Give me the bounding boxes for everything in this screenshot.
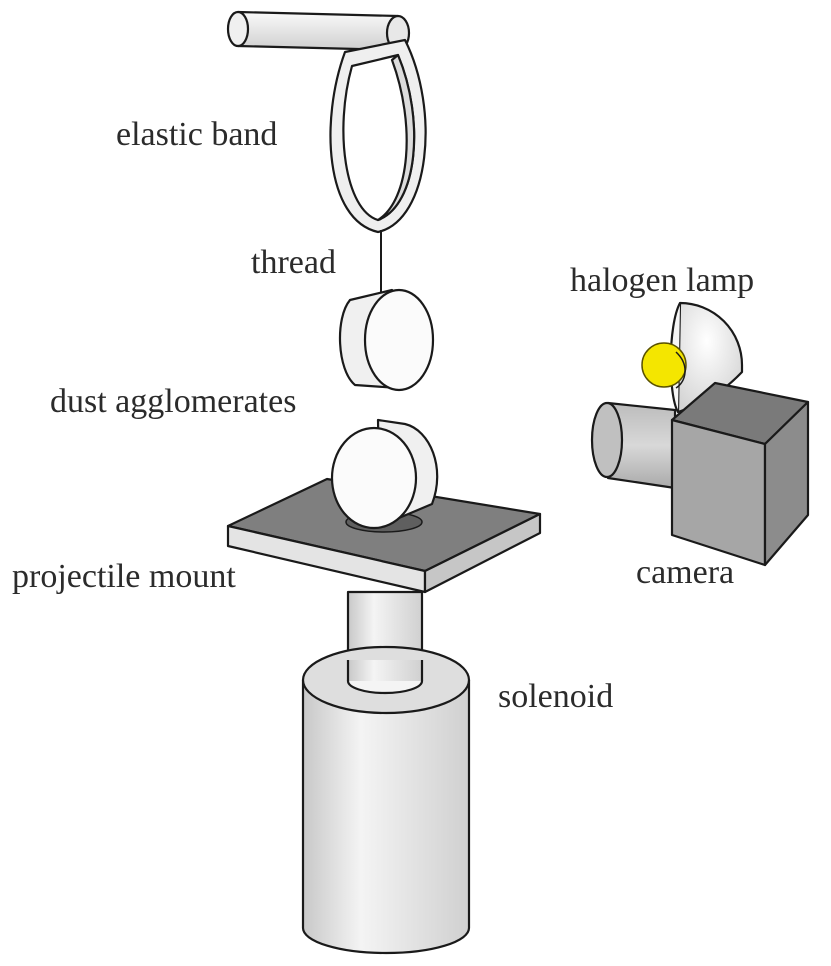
projectile-agglomerate [330, 418, 439, 530]
label-halogen-lamp: halogen lamp [570, 262, 755, 299]
label-camera: camera [636, 554, 735, 591]
label-projectile-mount: projectile mount [12, 558, 236, 595]
camera [590, 381, 810, 567]
solenoid-body [301, 645, 471, 955]
label-elastic-band: elastic band [116, 116, 278, 153]
label-dust-agglomerates: dust agglomerates [50, 383, 297, 420]
label-thread: thread [251, 244, 336, 281]
lamp-bulb [641, 342, 687, 388]
elastic-band [329, 38, 427, 234]
label-solenoid: solenoid [498, 678, 614, 715]
target-agglomerate [338, 288, 435, 392]
